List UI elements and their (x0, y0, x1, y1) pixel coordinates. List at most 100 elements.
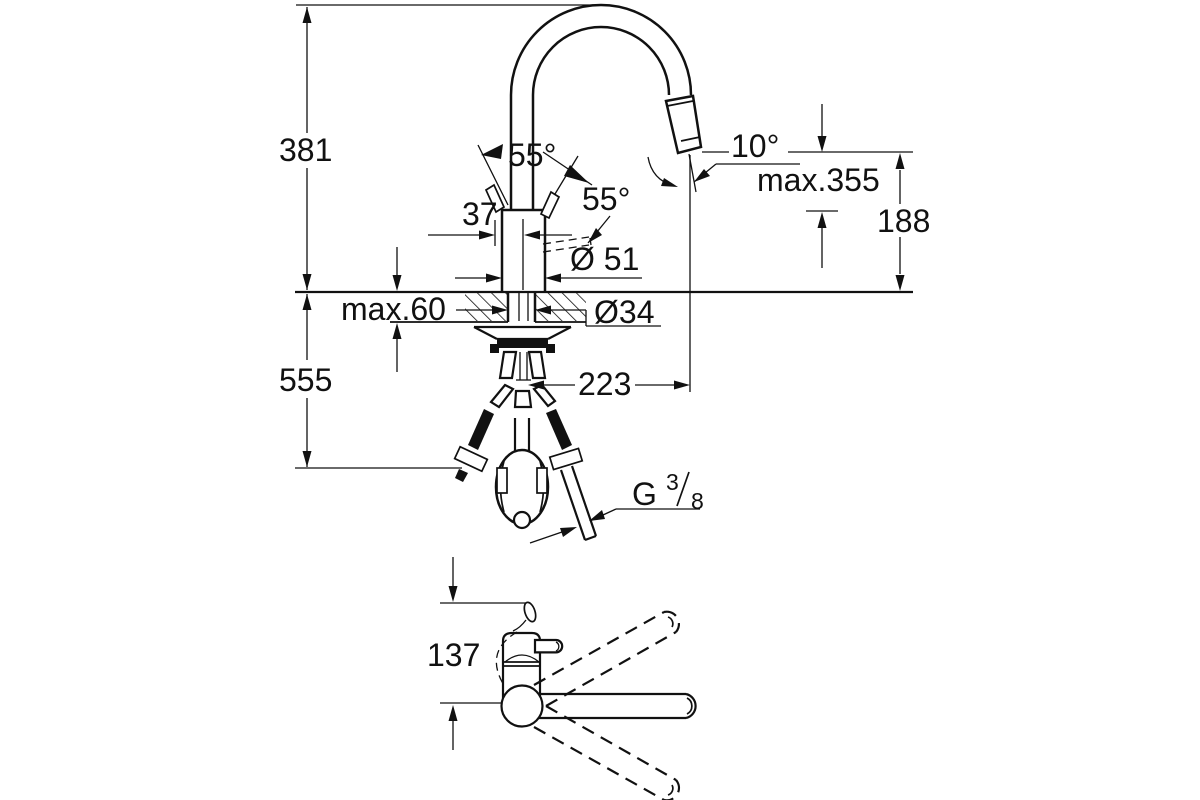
dim-55-right: 55° (582, 181, 630, 244)
label-188: 188 (877, 203, 930, 239)
spout-arch-inner (531, 25, 671, 96)
lever-tip-top (523, 601, 537, 623)
label-thread-den: 8 (691, 488, 704, 514)
hose-stub-right (532, 383, 557, 408)
lever-positions (477, 144, 592, 253)
swivel-base-circle (500, 684, 544, 728)
arrow-max355-up (817, 212, 827, 228)
thread-callout: G 3 8 (529, 469, 704, 544)
housing-top-view (501, 631, 542, 666)
arrow-223-right (674, 380, 690, 390)
arrow-g38-right (589, 510, 605, 521)
label-max355: max.355 (757, 162, 880, 198)
arrow-max60-top (392, 275, 402, 291)
hoses (453, 383, 598, 542)
lever-side-top-view (533, 638, 564, 654)
spout-swivel-lower-cap (664, 779, 681, 800)
escutcheon-side-left (473, 326, 498, 340)
spout-swivel-upper-2 (545, 631, 677, 707)
label-10deg: 10° (731, 128, 779, 164)
supply-hose-right-braid (546, 409, 572, 450)
counter-hatch-right (535, 293, 586, 321)
arrow-555-top (302, 294, 312, 310)
hose-stub-center (513, 389, 533, 409)
stabilizer-tab-left (490, 344, 499, 353)
lever-tilt-right (539, 190, 561, 220)
arrow-g38-left (560, 527, 577, 537)
label-55-right: 55° (582, 181, 630, 217)
arrow-555-bottom (302, 451, 312, 467)
supply-hose-left-nut (453, 445, 489, 473)
label-37: 37 (462, 196, 498, 232)
stabilizer-plate (497, 340, 548, 348)
thread-slash (676, 471, 690, 507)
arrow-381-top (302, 7, 312, 23)
supply-hose-left-braid (468, 409, 494, 450)
arrow-max60-bottom (392, 323, 402, 339)
arrow-10deg (694, 169, 710, 182)
lever-tip-tail (512, 619, 527, 632)
dim-10deg: 10° (647, 128, 779, 193)
arrow-o34-right (535, 305, 551, 315)
spray-head-face (680, 136, 701, 142)
spout-swivel-lower-1 (545, 705, 677, 781)
dim-381-555: 381 555 (279, 4, 600, 469)
dim-max60: max.60 (341, 247, 446, 372)
label-555: 555 (279, 362, 332, 398)
supply-hose-right-nut (548, 447, 584, 471)
arrow-37-right (524, 230, 540, 240)
arrow-223-left (528, 380, 544, 390)
spout-arch-outer (509, 3, 693, 96)
arrow-55a (481, 144, 503, 159)
label-thread-num: 3 (666, 469, 679, 495)
dim-o51: Ø 51 (455, 241, 642, 283)
arrow-o34-left (492, 305, 508, 315)
arrow-max355-down (817, 136, 827, 152)
arrow-55a-right (564, 165, 589, 183)
mounting-stud-right (527, 350, 547, 380)
side-view: 381 555 max.60 37 55° (279, 3, 930, 544)
lever-horizontal-top (542, 236, 590, 245)
dim-37: 37 (428, 196, 572, 246)
escutcheon-side-right (547, 326, 572, 340)
mounting-stud-left (498, 350, 518, 380)
dim-223: 223 (528, 155, 691, 402)
label-137: 137 (427, 637, 480, 673)
stabilizer-tab-right (546, 344, 555, 353)
faucet-outline (500, 3, 703, 322)
supply-tube-right-end (584, 534, 597, 542)
label-55-left: 55° (508, 137, 556, 173)
arrow-188-bottom (895, 275, 905, 291)
lever-tilt-left (484, 183, 506, 214)
arrow-137-top (448, 586, 458, 602)
spray-angle-line (688, 153, 697, 193)
swivel-envelope-arc (495, 631, 518, 688)
spout-swivel-upper-1 (533, 611, 665, 686)
body-housing (500, 208, 547, 292)
dim-137: 137 (427, 557, 526, 750)
countertop (295, 290, 913, 323)
arrow-55b (588, 228, 602, 243)
arrow-137-bottom (448, 705, 458, 721)
weight-clip-right (536, 467, 548, 494)
arrow-o51-right (545, 273, 561, 283)
hose-stub-left (489, 383, 515, 409)
counter-hatch-left (465, 293, 508, 321)
arrow-381-bottom (302, 274, 312, 290)
supply-tube-right-edge1 (570, 465, 598, 537)
mounting-hardware (473, 325, 572, 381)
top-view-outline (495, 601, 697, 800)
spout-swivel-upper-cap (663, 610, 681, 633)
weight-clip-left (496, 467, 508, 494)
dim-max355-188: max.355 188 (702, 104, 930, 291)
lever-horizontal-bottom (542, 244, 590, 253)
arrow-37-left (479, 230, 495, 240)
dim-55-left: 55° (481, 137, 593, 186)
label-thread-g: G (632, 476, 657, 512)
arrow-swivel (661, 178, 678, 187)
label-o34: Ø34 (594, 294, 654, 330)
spout-end-cap (685, 692, 697, 720)
label-o51: Ø 51 (570, 241, 639, 277)
